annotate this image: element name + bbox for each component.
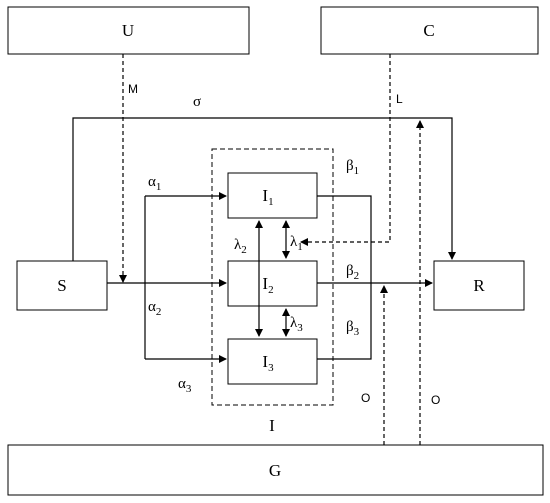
label-l: L [396, 92, 403, 106]
box-r-label: R [473, 276, 485, 295]
box-i1-label: I1 [262, 186, 273, 208]
label-beta1: β1 [346, 158, 359, 177]
group-i-label: I [269, 416, 275, 435]
box-g-label: G [269, 461, 281, 480]
box-c: C [320, 6, 539, 55]
group-i: I [211, 148, 334, 435]
line-beta3 [317, 283, 372, 360]
label-o-right: O [431, 393, 440, 407]
label-alpha1: α1 [148, 174, 161, 193]
box-i2: I2 [227, 260, 318, 307]
arrow-l-c-to-i [300, 54, 391, 246]
label-beta3: β3 [346, 319, 360, 338]
box-r: R [433, 260, 525, 311]
label-beta2: β2 [346, 263, 359, 282]
label-lambda1: λ1 [290, 234, 303, 253]
box-s-label: S [57, 276, 66, 295]
label-lambda2: λ2 [234, 237, 247, 256]
box-i1: I1 [227, 172, 318, 219]
box-i3: I3 [227, 338, 318, 385]
label-lambda3: λ3 [290, 315, 303, 334]
box-u-label: U [122, 21, 134, 40]
label-sigma: σ [193, 94, 201, 110]
box-c-label: C [423, 21, 434, 40]
label-o-left: O [361, 391, 370, 405]
label-alpha3: α3 [178, 376, 192, 395]
box-i3-label: I3 [262, 352, 274, 374]
arrow-sigma-s-to-r [72, 117, 456, 261]
box-g: G [7, 444, 544, 496]
label-m: M [128, 82, 138, 96]
box-u: U [7, 6, 250, 55]
line-beta1 [317, 195, 372, 283]
label-alpha2: α2 [148, 299, 161, 318]
box-i2-label: I2 [262, 274, 273, 296]
box-s: S [16, 260, 108, 311]
